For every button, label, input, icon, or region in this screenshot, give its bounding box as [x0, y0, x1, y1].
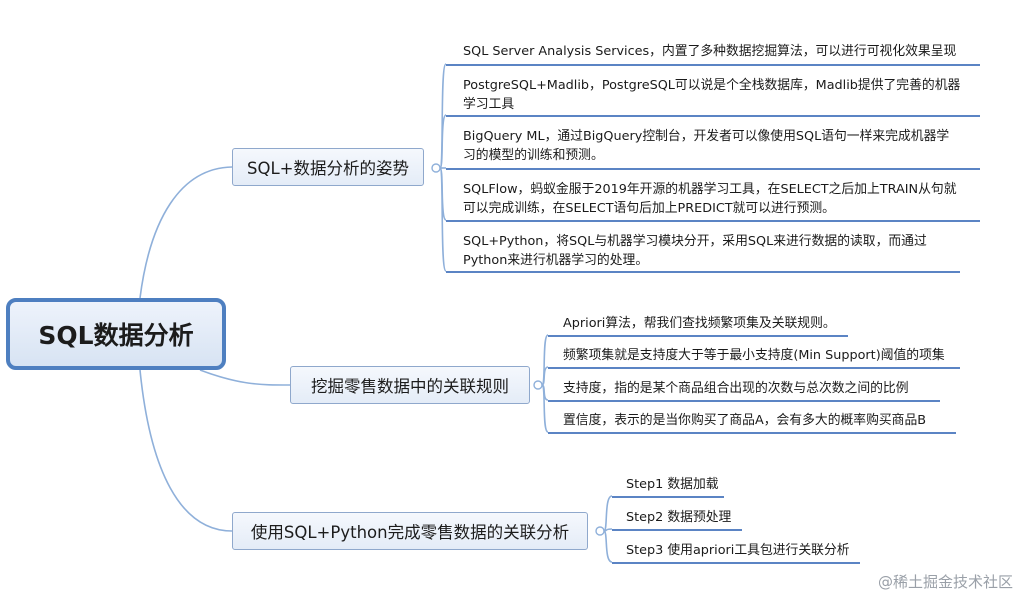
leaf-underline	[446, 220, 980, 222]
branch-connector	[603, 530, 613, 563]
leaf-underline	[446, 115, 980, 117]
branch-node-retail-rules[interactable]: 挖掘零售数据中的关联规则	[290, 366, 530, 404]
leaf-item[interactable]: Step3 使用apriori工具包进行关联分析	[626, 543, 850, 558]
leaf-underline	[612, 529, 742, 531]
leaf-item[interactable]: Step1 数据加载	[626, 477, 719, 492]
leaf-item[interactable]: SQL+Python，将SQL与机器学习模块分开，采用SQL来进行数据的读取，而…	[463, 234, 927, 268]
collapse-toggle-icon	[533, 380, 543, 390]
leaf-underline	[548, 367, 960, 369]
leaf-underline	[548, 432, 956, 434]
leaf-underline	[612, 496, 724, 498]
leaf-item[interactable]: 置信度，表示的是当你购买了商品A，会有多大的概率购买商品B	[563, 413, 927, 428]
root-label: SQL数据分析	[38, 321, 194, 350]
leaf-item[interactable]: PostgreSQL+Madlib，PostgreSQL可以说是个全栈数据库，M…	[463, 78, 961, 112]
root-node[interactable]: SQL数据分析	[6, 298, 226, 370]
branch-connector	[439, 167, 447, 272]
leaf-item[interactable]: Step2 数据预处理	[626, 510, 732, 525]
root-connector	[139, 369, 233, 532]
branch-connector	[541, 334, 549, 386]
leaf-item[interactable]: SQL Server Analysis Services，内置了多种数据挖掘算法…	[463, 44, 957, 59]
leaf-item[interactable]: SQLFlow，蚂蚁金服于2019年开源的机器学习工具，在SELECT之后加上T…	[463, 182, 957, 216]
branch-node-sql-analysis[interactable]: SQL+数据分析的姿势	[232, 148, 424, 186]
leaf-underline	[548, 335, 848, 337]
leaf-underline	[446, 271, 960, 273]
leaf-underline	[446, 64, 980, 66]
branch-connector	[603, 495, 613, 532]
branch-label: 挖掘零售数据中的关联规则	[311, 377, 509, 396]
branch-label: 使用SQL+Python完成零售数据的关联分析	[250, 523, 570, 542]
leaf-item[interactable]: 支持度，指的是某个商品组合出现的次数与总次数之间的比例	[563, 381, 909, 396]
branch-label: SQL+数据分析的姿势	[247, 159, 409, 178]
collapse-toggle-icon	[431, 163, 441, 173]
leaf-underline	[446, 168, 980, 170]
collapse-toggle-icon	[595, 526, 605, 536]
watermark: @稀土掘金技术社区	[877, 573, 1013, 591]
branch-connector	[439, 114, 447, 169]
branch-node-python-analysis[interactable]: 使用SQL+Python完成零售数据的关联分析	[232, 512, 588, 550]
leaf-underline	[612, 562, 860, 564]
branch-connector	[541, 366, 549, 386]
leaf-item[interactable]: 频繁项集就是支持度大于等于最小支持度(Min Support)阈值的项集	[563, 348, 945, 363]
leaf-underline	[548, 400, 940, 402]
root-connector	[199, 369, 291, 386]
leaf-item[interactable]: BigQuery ML，通过BigQuery控制台，开发者可以像使用SQL语句一…	[463, 129, 950, 163]
leaf-item[interactable]: Apriori算法，帮我们查找频繁项集及关联规则。	[563, 316, 836, 331]
branch-connector	[541, 384, 549, 433]
root-connector	[139, 166, 233, 299]
